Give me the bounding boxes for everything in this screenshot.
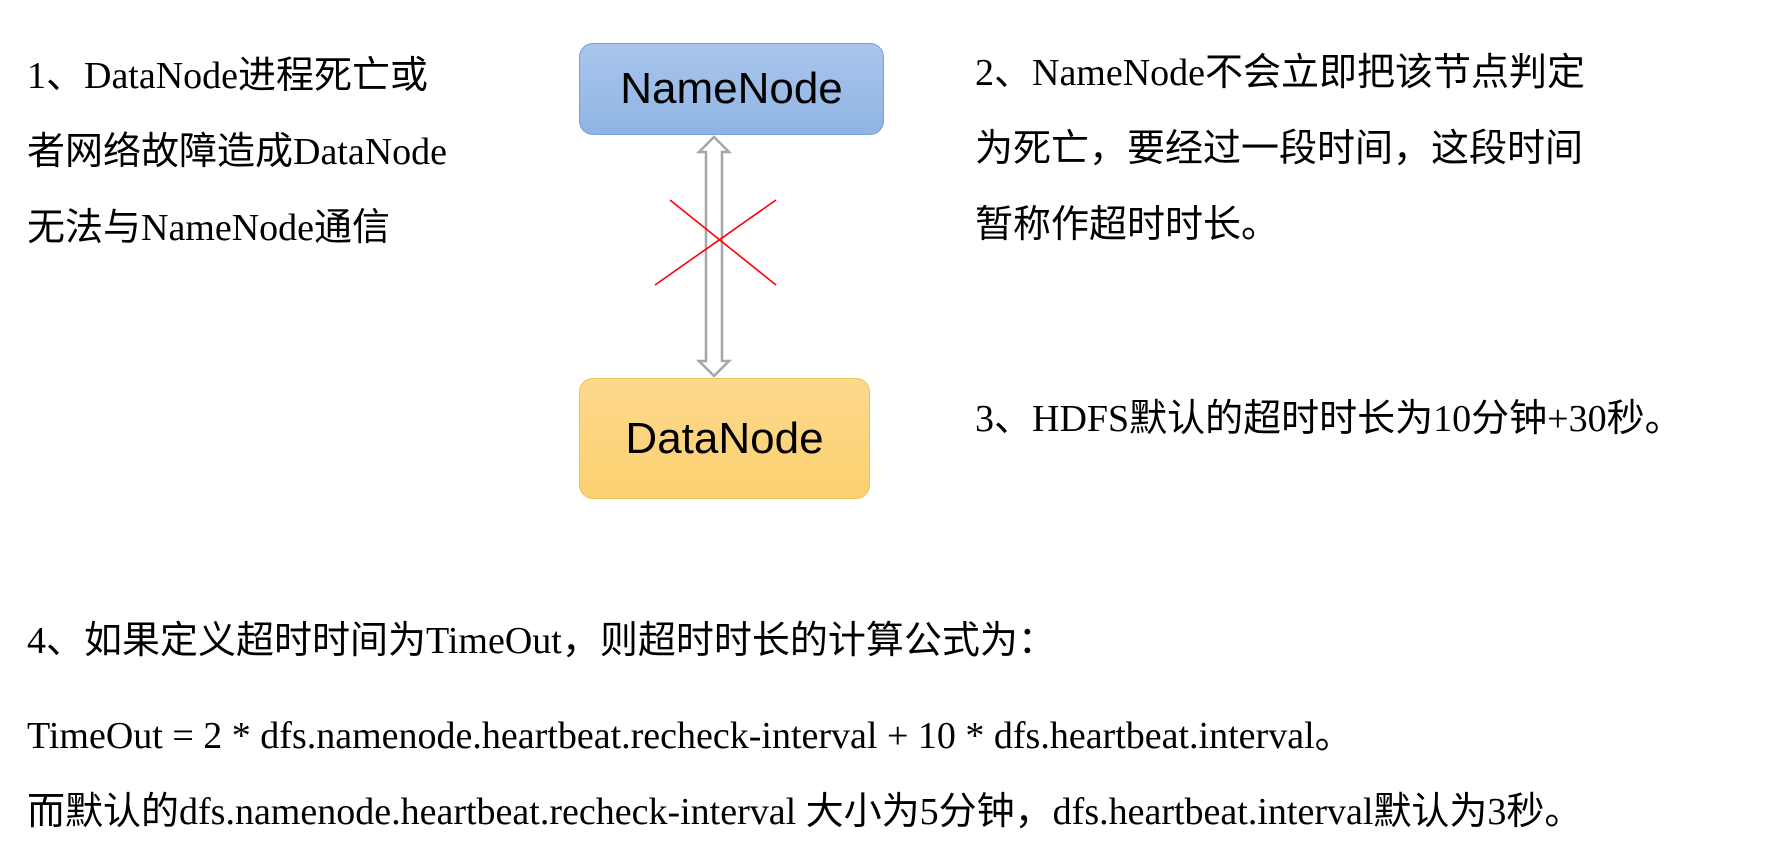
timeout-formula: TimeOut = 2 * dfs.namenode.heartbeat.rec… [27,715,1353,757]
paragraph-3: 3、HDFS默认的超时时长为10分钟+30秒。 [975,398,1683,440]
paragraph-2: 2、NameNode不会立即把该节点判定 为死亡，要经过一段时间，这段时间 暂称… [975,35,1585,263]
paragraph-2-line-1: 2、NameNode不会立即把该节点判定 [975,52,1586,94]
paragraph-1-line-1: 1、DataNode进程死亡或 [27,55,429,97]
paragraph-1: 1、DataNode进程死亡或 者网络故障造成DataNode 无法与NameN… [27,38,447,266]
paragraph-1-line-3: 无法与NameNode通信 [27,207,391,249]
namenode-label: NameNode [620,64,843,113]
paragraph-4: 4、如果定义超时时间为TimeOut，则超时时长的计算公式为： [27,620,1056,662]
namenode-box: NameNode [579,43,884,135]
paragraph-1-line-2: 者网络故障造成DataNode [27,131,448,173]
datanode-label: DataNode [625,413,824,463]
double-arrow [695,135,733,378]
default-values-note: 而默认的dfs.namenode.heartbeat.recheck-inter… [27,791,1583,833]
disconnect-cross-icon [654,199,777,286]
paragraph-2-line-3: 暂称作超时时长。 [975,204,1280,246]
paragraph-2-line-2: 为死亡，要经过一段时间，这段时间 [975,128,1584,170]
datanode-box: DataNode [579,378,870,499]
